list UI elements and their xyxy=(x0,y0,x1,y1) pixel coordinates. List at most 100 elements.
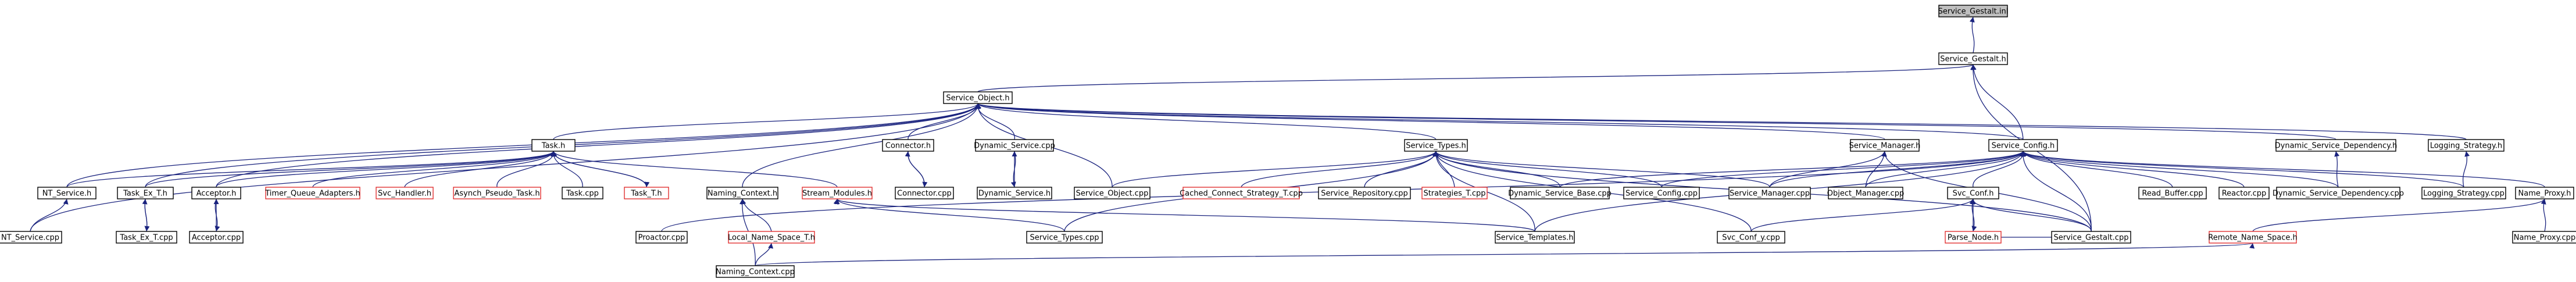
edge-task_h-to-service_object_h xyxy=(553,103,981,140)
node-asynch-pseudo-task-h[interactable]: Asynch_Pseudo_Task.h xyxy=(453,187,541,199)
node-label: Logging_Strategy.cpp xyxy=(2423,190,2504,198)
node-label: Read_Buffer.cpp xyxy=(2142,190,2203,198)
node-dynamic-service-h[interactable]: Dynamic_Service.h xyxy=(977,187,1052,199)
node-stream-modules-h[interactable]: Stream_Modules.h xyxy=(802,187,873,199)
node-label: Proactor.cpp xyxy=(638,234,685,242)
node-label: Logging_Strategy.h xyxy=(2430,142,2502,151)
node-dyn-svc-dep-h[interactable]: Dynamic_Service_Dependency.h xyxy=(2275,139,2398,152)
node-parse-node-h[interactable]: Parse_Node.h xyxy=(1945,231,2002,244)
node-name-proxy-cpp[interactable]: Name_Proxy.cpp xyxy=(2512,231,2576,244)
node-task-ex-t-h[interactable]: Task_Ex_T.h xyxy=(117,187,174,199)
edge-service_templates_h-to-stream_modules_h xyxy=(833,198,1535,232)
node-box xyxy=(2276,187,2400,199)
node-cached-connect-strategy-t-cpp[interactable]: Cached_Connect_Strategy_T.cpp xyxy=(1180,187,1303,199)
edge-nt_service_h-to-task_h xyxy=(66,151,556,188)
node-service-config-cpp[interactable]: Service_Config.cpp xyxy=(1623,187,1700,199)
node-box xyxy=(1495,231,1575,244)
edge-gestalt_h-to-gestalt_inl xyxy=(1969,16,1975,53)
edge-reactor_cpp-to-service_config_h xyxy=(2021,151,2245,188)
node-strategies-t-cpp[interactable]: Strategies_T.cpp xyxy=(1421,187,1488,199)
node-service-repository-cpp[interactable]: Service_Repository.cpp xyxy=(1318,187,1411,199)
node-box xyxy=(2275,139,2396,152)
node-service-config-h[interactable]: Service_Config.h xyxy=(1988,139,2058,152)
edge-connector_h-to-connector_cpp xyxy=(908,151,928,188)
node-service-manager-cpp[interactable]: Service_Manager.cpp xyxy=(1728,187,1811,199)
node-label: Naming_Context.h xyxy=(708,190,777,198)
edge-dynamic_service_base_cpp-to-service_types_h xyxy=(1432,151,1560,188)
node-task-h[interactable]: Task.h xyxy=(531,139,576,152)
node-acceptor-h[interactable]: Acceptor.h xyxy=(191,187,241,199)
edge-service_object_h-to-gestalt_h xyxy=(977,64,1977,92)
node-local-name-space-t-h[interactable]: Local_Name_Space_T.h xyxy=(728,231,815,244)
node-svc-handler-h[interactable]: Svc_Handler.h xyxy=(376,187,434,199)
node-box xyxy=(376,187,434,199)
node-logging-strategy-cpp[interactable]: Logging_Strategy.cpp xyxy=(2421,187,2506,199)
node-remote-name-space-h[interactable]: Remote_Name_Space.h xyxy=(2208,231,2298,244)
node-label: NT_Service.h xyxy=(42,190,92,198)
node-service-types-h[interactable]: Service_Types.h xyxy=(1404,139,1468,152)
edge-logging_strategy_cpp-to-logging_strategy_h xyxy=(2463,151,2470,188)
node-connector-cpp[interactable]: Connector.cpp xyxy=(895,187,954,199)
node-dynamic-service-base-cpp[interactable]: Dynamic_Service_Base.cpp xyxy=(1508,187,1612,199)
node-label: Task.cpp xyxy=(566,190,599,198)
node-gestalt-inl[interactable]: Service_Gestalt.inl xyxy=(1938,5,2009,17)
node-svc-conf-y-cpp[interactable]: Svc_Conf_y.cpp xyxy=(1717,231,1785,244)
node-label: Dynamic_Service.h xyxy=(978,190,1051,198)
node-connector-h[interactable]: Connector.h xyxy=(882,139,934,152)
node-box xyxy=(2512,231,2576,244)
node-service-object-cpp[interactable]: Service_Object.cpp xyxy=(1074,187,1151,199)
node-logging-strategy-h[interactable]: Logging_Strategy.h xyxy=(2428,139,2504,152)
node-proactor-cpp[interactable]: Proactor.cpp xyxy=(635,231,688,244)
node-timer-queue-adapters-h[interactable]: Timer_Queue_Adapters.h xyxy=(265,187,360,199)
node-box xyxy=(943,91,1013,104)
node-label: Service_Config.h xyxy=(1992,142,2055,151)
node-task-cpp[interactable]: Task.cpp xyxy=(562,187,603,199)
node-box xyxy=(802,187,873,199)
node-box xyxy=(1728,187,1811,199)
node-service-types-cpp[interactable]: Service_Types.cpp xyxy=(1026,231,1103,244)
node-box xyxy=(116,231,177,244)
node-box xyxy=(1717,231,1785,244)
edge-service_config_h-to-service_object_h xyxy=(976,103,2024,140)
node-naming-context-cpp[interactable]: Naming_Context.cpp xyxy=(716,265,795,278)
node-box xyxy=(2138,187,2207,199)
node-naming-context-h[interactable]: Naming_Context.h xyxy=(706,187,778,199)
node-reactor-cpp[interactable]: Reactor.cpp xyxy=(2218,187,2270,199)
node-service-manager-h[interactable]: Service_Manager.h xyxy=(1849,139,1921,152)
node-task-ex-t-cpp[interactable]: Task_Ex_T.cpp xyxy=(116,231,177,244)
node-name-proxy-h[interactable]: Name_Proxy.h xyxy=(2515,187,2574,199)
node-gestalt-h[interactable]: Service_Gestalt.h xyxy=(1938,52,2008,65)
node-label: Dynamic_Service_Base.cpp xyxy=(1508,190,1612,198)
node-service-templates-h[interactable]: Service_Templates.h xyxy=(1495,231,1575,244)
node-acceptor-cpp[interactable]: Acceptor.cpp xyxy=(189,231,244,244)
edge-service_config_cpp-to-service_types_h xyxy=(1432,151,1662,188)
node-service-gestalt-cpp[interactable]: Service_Gestalt.cpp xyxy=(2051,231,2131,244)
node-box xyxy=(2218,187,2270,199)
node-dynamic-service-cpp[interactable]: Dynamic_Service.cpp xyxy=(974,139,1055,152)
node-dyn-svc-dep-cpp[interactable]: Dynamic_Service_Dependency.cpp xyxy=(2273,187,2404,199)
node-nt-service-cpp[interactable]: NT_Service.cpp xyxy=(0,231,62,244)
node-label: Dynamic_Service_Dependency.cpp xyxy=(2273,190,2404,198)
node-label: Timer_Queue_Adapters.h xyxy=(265,190,360,198)
node-service-object-h[interactable]: Service_Object.h xyxy=(943,91,1013,104)
edge-acceptor_h-to-task_h xyxy=(216,151,558,188)
node-label: Task_Ex_T.h xyxy=(123,190,167,198)
node-box xyxy=(1404,139,1468,152)
node-box xyxy=(1938,5,2008,17)
node-label: Connector.cpp xyxy=(897,190,952,198)
edge-acceptor_h-to-service_object_h xyxy=(216,103,981,188)
node-box xyxy=(117,187,174,199)
node-object-manager-cpp[interactable]: Object_Manager.cpp xyxy=(1827,187,1904,199)
node-box xyxy=(706,187,778,199)
node-box xyxy=(624,187,669,199)
edge-acceptor_h-to-acceptor_cpp xyxy=(215,198,220,232)
node-svc-conf-h[interactable]: Svc_Conf.h xyxy=(1947,187,1999,199)
node-label: Task_T.h xyxy=(630,190,662,198)
node-read-buffer-cpp[interactable]: Read_Buffer.cpp xyxy=(2138,187,2207,199)
node-box xyxy=(2209,231,2297,244)
node-box xyxy=(728,231,815,244)
edge-logging_strategy_h-to-service_object_h xyxy=(975,103,2467,140)
node-box xyxy=(882,139,934,152)
node-nt-service-h[interactable]: NT_Service.h xyxy=(37,187,97,199)
node-task-t-h[interactable]: Task_T.h xyxy=(624,187,669,199)
